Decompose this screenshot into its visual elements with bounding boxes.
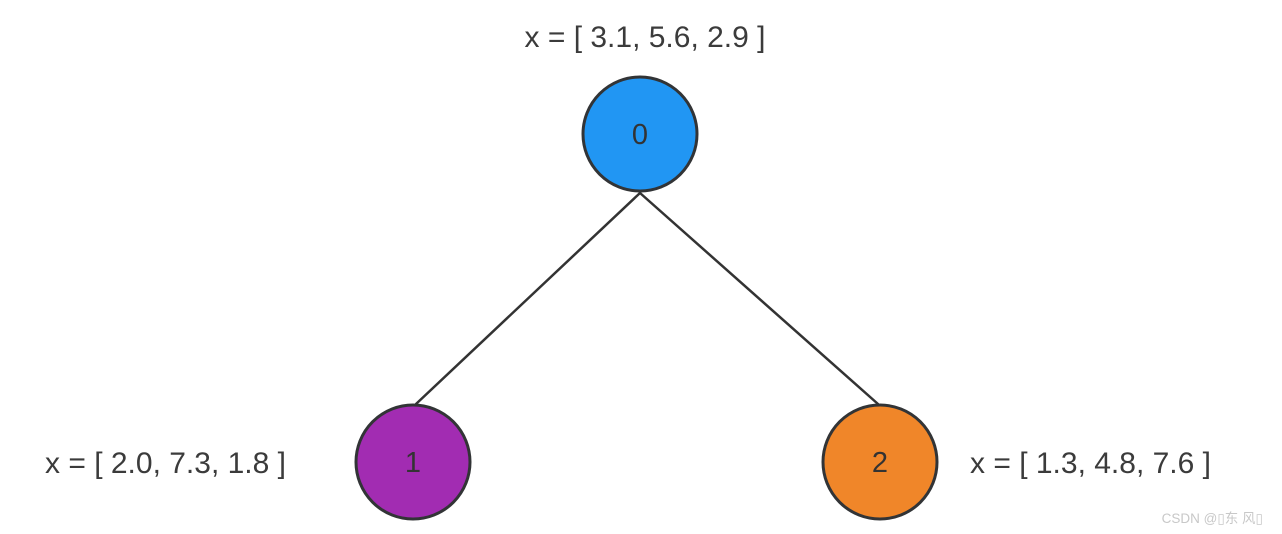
node-0-label: 0 — [632, 119, 648, 151]
graph-node-0: 0 — [581, 75, 699, 193]
node-2-label: 2 — [872, 447, 888, 479]
node-0-circle — [581, 75, 699, 193]
node-2-feature-label: x = [ 1.3, 4.8, 7.6 ] — [970, 447, 1211, 480]
node-1-feature-label: x = [ 2.0, 7.3, 1.8 ] — [45, 447, 286, 480]
node-1-label: 1 — [405, 447, 421, 479]
watermark: CSDN @▯东 风▯ — [1162, 511, 1263, 526]
graph-node-1: 1 — [354, 403, 472, 521]
node-0-feature-label: x = [ 3.1, 5.6, 2.9 ] — [525, 21, 766, 54]
edge-0-1 — [414, 191, 642, 406]
graph-node-2: 2 — [821, 403, 939, 521]
node-1-circle — [354, 403, 472, 521]
edge-0-2 — [638, 191, 880, 406]
node-2-circle — [821, 403, 939, 521]
